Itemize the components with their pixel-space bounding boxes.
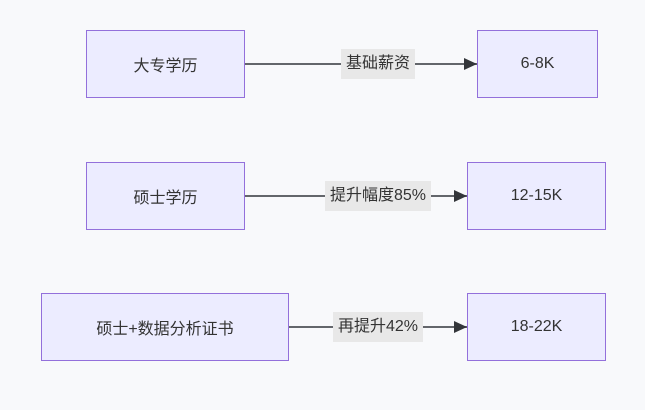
node-master-degree: 硕士学历	[86, 162, 245, 230]
edge-label-base-salary: 基础薪资	[340, 49, 416, 79]
node-label: 大专学历	[133, 58, 198, 75]
node-salary-18-22k: 18-22K	[467, 293, 606, 361]
edge-label-raise-85: 提升幅度85%	[324, 181, 432, 211]
arrowhead-icon	[454, 190, 467, 202]
node-label: 硕士+数据分析证书	[96, 321, 234, 338]
node-label: 6-8K	[520, 55, 555, 72]
arrowhead-icon	[454, 321, 467, 333]
node-label: 硕士学历	[133, 190, 198, 207]
node-salary-6-8k: 6-8K	[477, 30, 598, 98]
node-label: 18-22K	[510, 318, 563, 335]
node-label: 12-15K	[510, 187, 563, 204]
node-college-degree: 大专学历	[86, 30, 245, 98]
edge-label-raise-42: 再提升42%	[332, 312, 424, 342]
flow-row-base-salary: 大专学历 基础薪资 6-8K	[0, 30, 645, 98]
arrowhead-icon	[464, 58, 477, 70]
node-master-plus-cert: 硕士+数据分析证书	[41, 293, 289, 361]
flow-row-master-raise: 硕士学历 提升幅度85% 12-15K	[0, 162, 645, 230]
node-salary-12-15k: 12-15K	[467, 162, 606, 230]
flow-row-cert-raise: 硕士+数据分析证书 再提升42% 18-22K	[0, 293, 645, 361]
